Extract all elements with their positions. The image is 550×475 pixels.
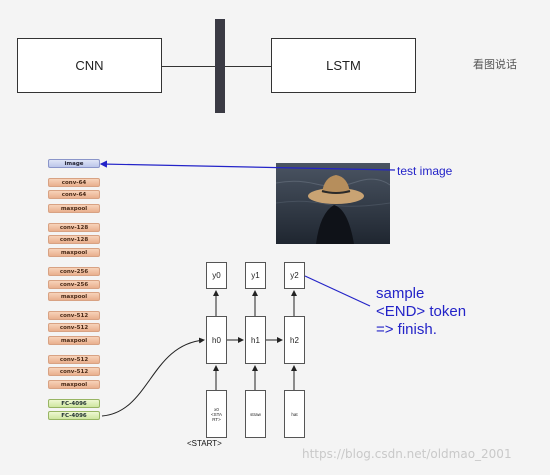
input-x2: hat bbox=[284, 390, 305, 438]
watermark-text: https://blog.csdn.net/oldmao_2001 bbox=[302, 447, 512, 461]
cnn-layer-fc-4096: FC-4096 bbox=[48, 399, 100, 408]
lstm-box: LSTM bbox=[271, 38, 416, 93]
hidden-h2: h2 bbox=[284, 316, 305, 364]
divider-bar bbox=[215, 19, 225, 113]
cnn-layer-conv-512: conv-512 bbox=[48, 355, 100, 364]
cnn-layer-conv-128: conv-128 bbox=[48, 223, 100, 232]
cnn-layer-conv-512: conv-512 bbox=[48, 311, 100, 320]
cnn-layer-fc-4096: FC-4096 bbox=[48, 411, 100, 420]
cnn-layer-maxpool: maxpool bbox=[48, 380, 100, 389]
hidden-h0-label: h0 bbox=[212, 335, 221, 345]
cnn-layer-maxpool: maxpool bbox=[48, 336, 100, 345]
output-y0-label: y0 bbox=[212, 271, 221, 280]
cnn-layer-maxpool: maxpool bbox=[48, 204, 100, 213]
output-y2-label: y2 bbox=[290, 271, 299, 280]
input-x1-label: straw bbox=[250, 411, 261, 417]
cnn-layer-maxpool: maxpool bbox=[48, 292, 100, 301]
cnn-layer-conv-128: conv-128 bbox=[48, 235, 100, 244]
cnn-layer-conv-64: conv-64 bbox=[48, 178, 100, 187]
sample-arrow bbox=[304, 275, 371, 307]
input-x1: straw bbox=[245, 390, 266, 438]
cnn-layer-conv-64: conv-64 bbox=[48, 190, 100, 199]
output-y0: y0 bbox=[206, 262, 227, 289]
caption-text: 看图说话 bbox=[473, 59, 517, 71]
start-label: <START> bbox=[187, 439, 222, 448]
input-x0-label: x0 <STA RT> bbox=[210, 406, 223, 422]
cnn-layer-conv-256: conv-256 bbox=[48, 280, 100, 289]
input-x2-label: hat bbox=[291, 411, 298, 417]
test-photo bbox=[276, 163, 390, 244]
connector-left bbox=[162, 66, 215, 67]
input-x0: x0 <STA RT> bbox=[206, 390, 227, 438]
hidden-h1: h1 bbox=[245, 316, 266, 364]
test-image-label: test image bbox=[397, 164, 453, 178]
cnn-layer-conv-256: conv-256 bbox=[48, 267, 100, 276]
cnn-layer-image: image bbox=[48, 159, 100, 168]
cnn-box: CNN bbox=[17, 38, 162, 93]
hidden-h1-label: h1 bbox=[251, 335, 260, 345]
output-y1-label: y1 bbox=[251, 271, 260, 280]
connector-right bbox=[225, 66, 271, 67]
output-y1: y1 bbox=[245, 262, 266, 289]
fc-to-h0-curve bbox=[101, 337, 205, 417]
sample-line-3: => finish. bbox=[376, 321, 437, 338]
hidden-h2-label: h2 bbox=[290, 335, 299, 345]
sample-note: sample <END> token => finish. bbox=[376, 285, 466, 339]
hidden-h0: h0 bbox=[206, 316, 227, 364]
cnn-layer-maxpool: maxpool bbox=[48, 248, 100, 257]
sample-line-1: sample bbox=[376, 285, 425, 302]
cnn-label: CNN bbox=[75, 58, 104, 73]
cnn-layer-conv-512: conv-512 bbox=[48, 323, 100, 332]
lstm-label: LSTM bbox=[326, 58, 361, 73]
sample-line-2: <END> token bbox=[376, 303, 467, 320]
output-y2: y2 bbox=[284, 262, 305, 289]
test-image-arrow bbox=[99, 160, 396, 171]
cnn-layer-conv-512: conv-512 bbox=[48, 367, 100, 376]
